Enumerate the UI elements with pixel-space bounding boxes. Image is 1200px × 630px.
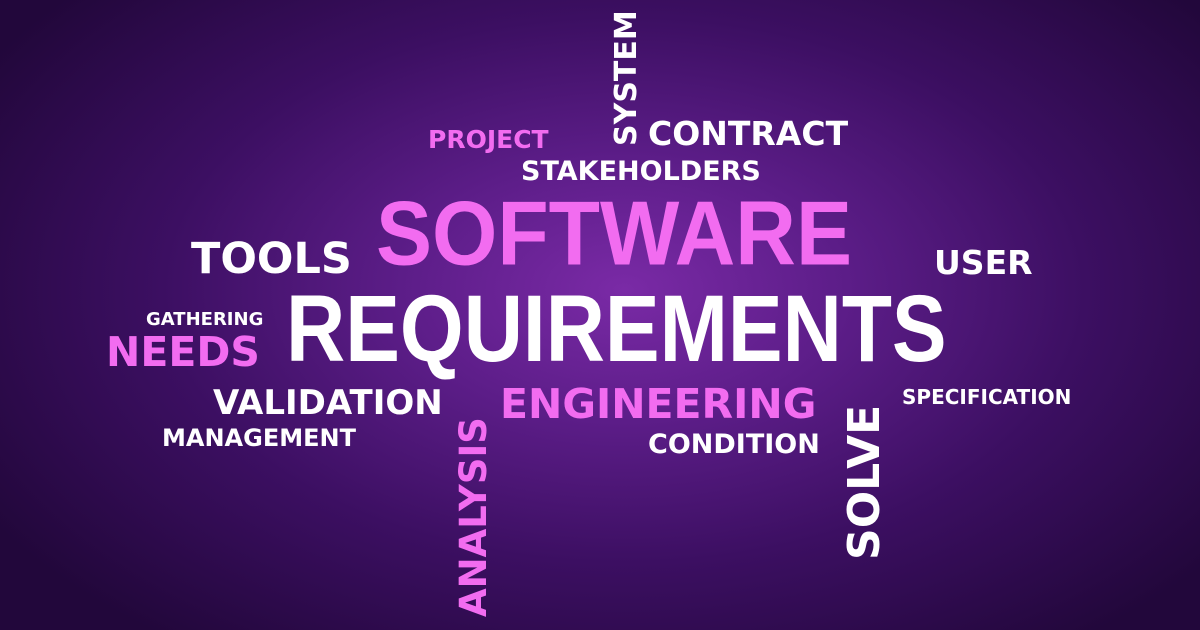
word-solve: SOLVE — [839, 404, 890, 560]
word-tools: TOOLS — [191, 234, 352, 284]
word-validation: VALIDATION — [213, 383, 443, 423]
word-user: USER — [934, 243, 1033, 282]
word-requirements: REQUIREMENTS — [286, 277, 947, 382]
word-analysis: ANALYSIS — [452, 417, 495, 617]
word-engineering: ENGINEERING — [500, 380, 817, 428]
word-specification: SPECIFICATION — [902, 385, 1072, 409]
word-system: SYSTEM — [609, 10, 644, 146]
word-contract: CONTRACT — [648, 114, 849, 153]
word-needs: NEEDS — [106, 328, 260, 376]
word-condition: CONDITION — [648, 429, 820, 460]
word-management: MANAGEMENT — [162, 424, 356, 452]
word-software: SOFTWARE — [376, 182, 852, 285]
word-stakeholders: STAKEHOLDERS — [521, 156, 761, 187]
word-project: PROJECT — [428, 125, 549, 154]
word-gathering: GATHERING — [146, 309, 264, 330]
